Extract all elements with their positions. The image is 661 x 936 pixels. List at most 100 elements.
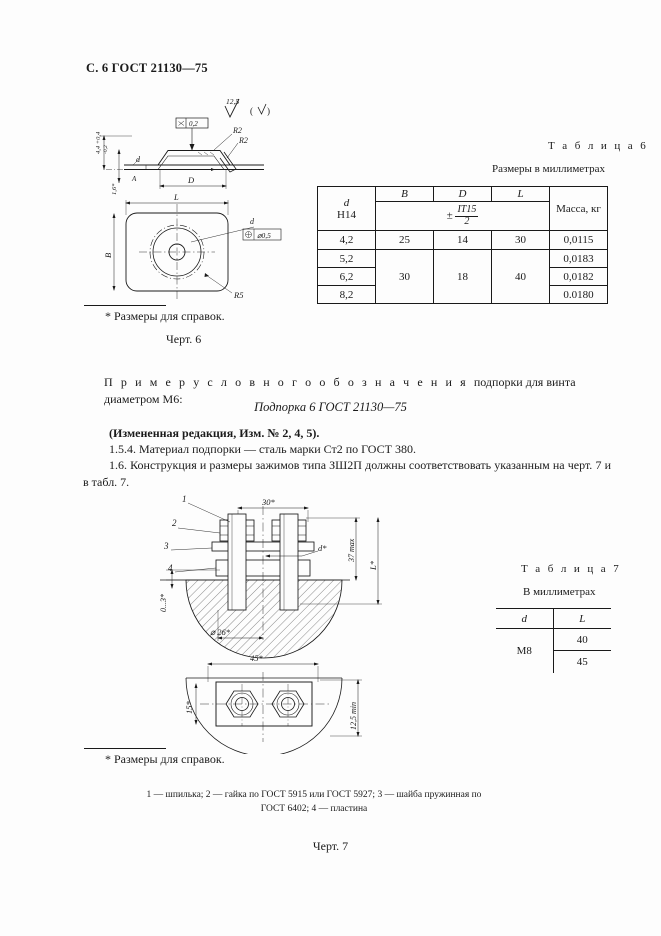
dimension-d: d*: [265, 543, 327, 558]
d-dimension-label: d A: [131, 155, 141, 183]
svg-text:-0,2: -0,2: [103, 145, 109, 154]
svg-text:R2: R2: [232, 126, 242, 135]
svg-text:37 max: 37 max: [347, 538, 356, 563]
footnote-rule-2: [84, 748, 166, 749]
svg-text:15*: 15*: [184, 701, 194, 715]
svg-text:d: d: [250, 217, 255, 226]
svg-text:B: B: [103, 253, 113, 258]
svg-text:2: 2: [172, 518, 177, 528]
table-cell-tolerance: ± IT15 2: [375, 201, 550, 231]
flatness-tolerance-frame: 0,2: [175, 117, 209, 151]
svg-text:D: D: [187, 175, 195, 185]
tolerance-fraction: IT15 2: [455, 204, 479, 227]
height-dimensions: 4,4 +0,4 -0,2 1,6*: [95, 131, 132, 195]
table-cell-d: 5,2: [317, 249, 376, 268]
studs-item1: [227, 513, 299, 611]
figure-7-plan-view: 45*: [184, 653, 362, 754]
svg-text:R2: R2: [238, 136, 248, 145]
figure-6-drawing: 12,5 ( ) 0,2: [86, 90, 326, 305]
table-7: d L М8 40 45: [496, 608, 611, 673]
table-cell-D: 14: [433, 230, 492, 250]
footnote-2: * Размеры для справок.: [105, 752, 225, 766]
svg-text:d*: d*: [318, 543, 327, 553]
table-cell-header-d: d: [496, 608, 554, 629]
hole-callout: d ⌀0,5: [190, 217, 282, 243]
dimension-d26: ⌀ 26*: [210, 610, 264, 641]
header-d-tolerance: Н14: [337, 208, 356, 221]
dimension-L: L: [125, 192, 229, 205]
table-cell-d: 4,2: [317, 230, 376, 250]
table-cell-mass: 0,0183: [549, 249, 608, 268]
header-d-symbol: d: [343, 196, 350, 209]
tolerance-numerator: IT15: [455, 204, 479, 217]
plan-view: B: [103, 200, 229, 300]
table-cell-header-L: L: [491, 186, 550, 202]
dimension-L: L*: [300, 517, 382, 605]
table-row: 4,2 25 14 30 0,0115: [317, 230, 608, 250]
figure-7-caption: Черт. 7: [312, 839, 349, 853]
clause-1-6: 1.6. Конструкция и размеры зажимов типа …: [83, 458, 611, 490]
table-cell-header-mass: Масса, кг: [549, 186, 608, 231]
example-designation-line: П р и м е р у с л о в н о г о о б о з н …: [104, 374, 604, 408]
clause-1-5-4: 1.5.4. Материал подпорки — сталь марки С…: [109, 442, 416, 456]
table-cell-L: 40: [552, 628, 611, 651]
table-cell-B: 25: [375, 230, 434, 250]
table-row: М8 40: [496, 628, 611, 673]
table-row: d Н14 B D L Масса, кг: [317, 186, 608, 231]
svg-text:0...3*: 0...3*: [159, 594, 168, 612]
svg-text:⌀0,5: ⌀0,5: [257, 231, 271, 240]
radius-callouts: R2 R2: [213, 126, 248, 159]
svg-text:A: A: [131, 175, 137, 183]
svg-text:⌀ 26*: ⌀ 26*: [210, 627, 231, 637]
table-cell-mass: 0,0115: [549, 230, 608, 250]
table-cell-header-d: d Н14: [317, 186, 376, 231]
table-6-caption: Т а б л и ц а 6: [548, 140, 649, 152]
dimension-D: D: [159, 170, 227, 189]
tolerance-sign: ±: [446, 209, 453, 222]
table-cell-L: 30: [491, 230, 550, 250]
svg-text:L*: L*: [368, 560, 378, 571]
svg-text:1,6*: 1,6*: [111, 183, 118, 195]
table-row: 8,2 0.0180: [317, 285, 608, 304]
svg-text:45*: 45*: [250, 653, 264, 663]
table-cell-header-B: B: [375, 186, 434, 202]
figure-7-legend-line-1: 1 — шпилька; 2 — гайка по ГОСТ 5915 или …: [146, 790, 482, 800]
corner-radius-callout: R5: [204, 273, 243, 300]
figure-7-drawing: 30*: [150, 492, 400, 754]
table-row: d L: [496, 608, 611, 629]
svg-text:(: (: [250, 106, 253, 116]
figure-7-legend-line-2: ГОСТ 6402; 4 — пластина: [260, 804, 368, 814]
example-label: П р и м е р у с л о в н о г о о б о з н …: [104, 375, 474, 389]
table-cell-header-L: L: [552, 608, 611, 629]
table-7-caption: Т а б л и ц а 7: [521, 563, 622, 575]
footnote-1: * Размеры для справок.: [105, 309, 225, 323]
example-tail: подпорки для винта диаметром М6:: [104, 375, 576, 407]
table-cell-B: 30: [375, 249, 434, 304]
dimension-37max: 37 max: [306, 517, 360, 581]
table-cell-d: 8,2: [317, 285, 376, 304]
svg-text:12,5 min: 12,5 min: [349, 702, 358, 730]
table-row: 5,2 30 18 40 0,0183: [317, 249, 608, 304]
table-cell-L: 45: [552, 650, 611, 673]
svg-text:1: 1: [182, 494, 187, 504]
footnote-rule-1: [84, 305, 166, 306]
svg-text:0,2: 0,2: [189, 120, 198, 128]
section-body: [160, 579, 350, 659]
svg-text:3: 3: [163, 541, 169, 551]
table-6-units: Размеры в миллиметрах: [492, 163, 605, 175]
figure-6-caption: Черт. 6: [166, 332, 202, 346]
table-cell-mass: 0,0182: [549, 267, 608, 286]
side-view-profile: [124, 150, 264, 173]
table-7-units: В миллиметрах: [523, 586, 596, 598]
svg-text:12,5: 12,5: [226, 97, 239, 106]
table-cell-mass: 0.0180: [549, 285, 608, 304]
svg-text:R5: R5: [233, 290, 243, 300]
svg-text:L: L: [173, 192, 179, 202]
dimension-0-3: 0...3*: [159, 569, 220, 612]
svg-text:): ): [267, 106, 270, 116]
table-cell-d: 6,2: [317, 267, 376, 286]
designation-code: Подпорка 6 ГОСТ 21130—75: [254, 400, 407, 414]
table-cell-header-D: D: [433, 186, 492, 202]
roughness-symbol-icon: 12,5 ( ): [224, 97, 270, 119]
